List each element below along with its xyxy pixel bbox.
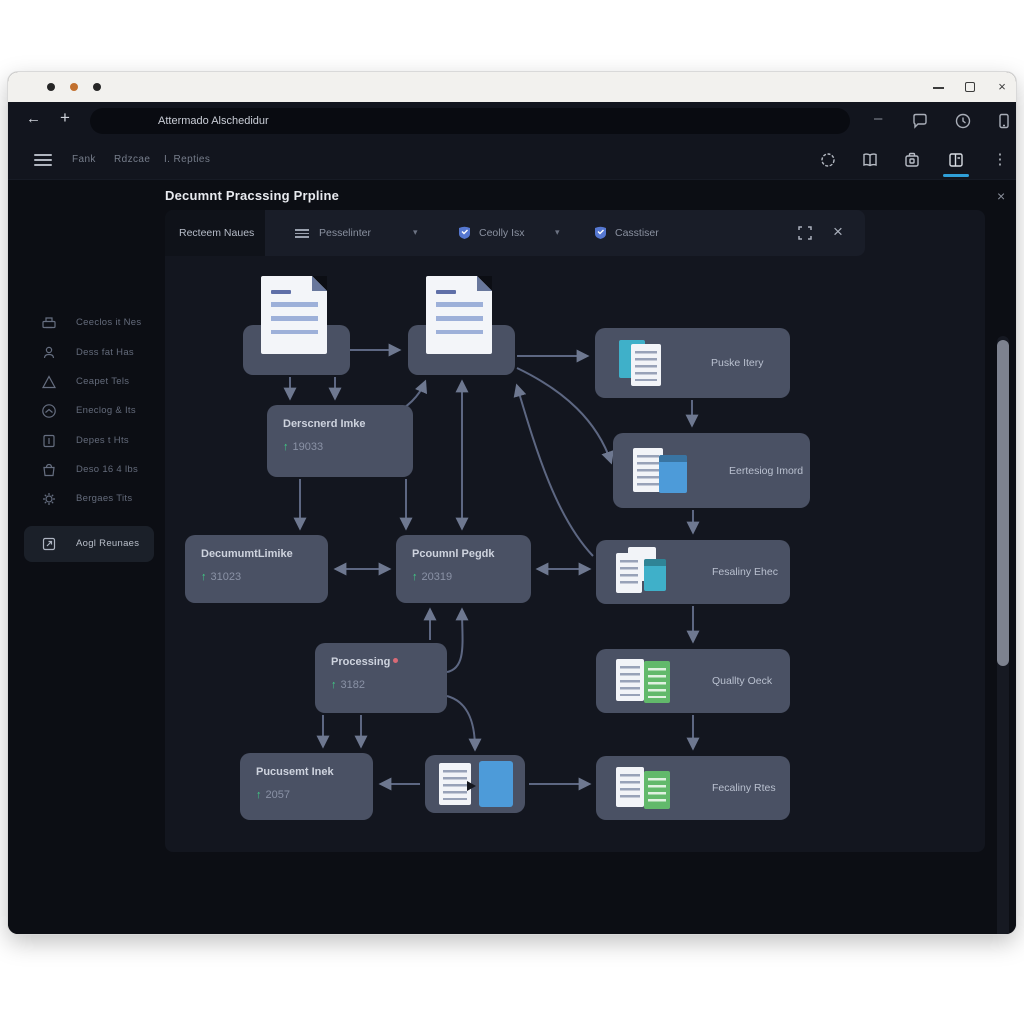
sidebar-item-7[interactable]: Bergaes Tits bbox=[24, 487, 154, 513]
document-icon bbox=[439, 763, 471, 805]
documents-stack-icon bbox=[616, 656, 706, 706]
metric-value: 31023 bbox=[210, 571, 242, 583]
trend-up-icon: ↑ bbox=[331, 679, 337, 691]
chat-icon[interactable] bbox=[910, 111, 930, 131]
sidebar-item-6[interactable]: Deso 16 4 lbs bbox=[24, 458, 154, 484]
collapse-icon[interactable]: – bbox=[874, 110, 883, 127]
chevron-down-icon[interactable]: ▾ bbox=[413, 227, 418, 237]
flow-node-pucusemt-inek[interactable]: Pucusemt Inek ↑2057 bbox=[240, 753, 373, 820]
trend-up-icon: ↑ bbox=[283, 441, 289, 453]
export-icon bbox=[40, 535, 58, 553]
user-icon bbox=[40, 344, 58, 362]
app-menubar: Fank Rdzcae I. Repties ⋮ bbox=[8, 140, 1016, 180]
hamburger-menu-icon[interactable] bbox=[34, 154, 52, 166]
frame-icon bbox=[40, 432, 58, 450]
gear-icon bbox=[40, 490, 58, 508]
flow-node-quallty-oeck[interactable]: Quallty Oeck bbox=[596, 649, 790, 713]
back-icon[interactable]: ← bbox=[26, 110, 41, 127]
badge-icon[interactable] bbox=[818, 150, 838, 170]
kebab-menu-icon[interactable]: ⋮ bbox=[992, 151, 1008, 168]
tab-casstiser[interactable]: Casstiser bbox=[615, 227, 659, 239]
page-title: Decumnt Pracssing Prpline bbox=[165, 188, 340, 203]
flow-node-puske-itery[interactable]: Puske Itery bbox=[595, 328, 790, 398]
tab-recteem[interactable]: Recteem Naues bbox=[165, 210, 265, 256]
metric-value: 3182 bbox=[340, 679, 365, 691]
flow-node-fesaliny-ehec[interactable]: Fesaliny Ehec bbox=[596, 540, 790, 604]
browser-window: × ← + Attermado Alschedidur – Fank Rdzca… bbox=[8, 72, 1016, 934]
browser-toolbar: ← + Attermado Alschedidur – bbox=[8, 102, 1016, 140]
flow-node-eertesiog-imord[interactable]: Eertesiog Imord bbox=[613, 433, 810, 508]
page-content: Ceeclos it Nes Dess fat Has Ceapet Tels … bbox=[8, 180, 1016, 934]
flow-node-decumumt-limike[interactable]: DecumumtLimike ↑31023 bbox=[185, 535, 328, 603]
new-tab-icon[interactable]: + bbox=[60, 108, 70, 127]
flow-node-doc-transfer[interactable] bbox=[425, 755, 525, 813]
scrollbar-thumb[interactable] bbox=[997, 340, 1009, 666]
sidebar-item-2[interactable]: Dess fat Has bbox=[24, 341, 154, 367]
expand-icon[interactable] bbox=[797, 225, 813, 241]
reader-icon[interactable] bbox=[860, 150, 880, 170]
tab-pesselinter[interactable]: Pesselinter bbox=[319, 227, 371, 239]
flow-connectors bbox=[283, 343, 700, 791]
shield-icon bbox=[593, 225, 608, 240]
tab-ceolly[interactable]: Ceolly Isx bbox=[479, 227, 525, 239]
sidebar-item-active[interactable]: Aogl Reunaes bbox=[24, 526, 154, 562]
menu-item-2[interactable]: Rdzcae bbox=[114, 154, 151, 165]
url-bar[interactable]: Attermado Alschedidur bbox=[90, 108, 850, 134]
trend-up-icon: ↑ bbox=[201, 571, 207, 583]
panel-close-icon[interactable]: × bbox=[833, 222, 843, 241]
menu-item-3[interactable]: I. Repties bbox=[164, 154, 211, 165]
flow-canvas[interactable]: Puske Itery Eertesiog Imord Fesal bbox=[165, 256, 985, 852]
documents-stack-icon bbox=[615, 338, 705, 388]
flow-node-processing[interactable]: Processing ↑3182 bbox=[315, 643, 447, 713]
documents-stack-icon bbox=[633, 446, 723, 496]
archive-icon[interactable] bbox=[902, 150, 922, 170]
flow-node-derscnerd-imke[interactable]: Derscnerd Imke ↑19033 bbox=[267, 405, 413, 477]
document-icon bbox=[426, 276, 492, 354]
chevron-down-icon[interactable]: ▾ bbox=[555, 227, 560, 237]
metric-value: 20319 bbox=[421, 571, 453, 583]
active-tool-indicator bbox=[943, 174, 969, 177]
trend-up-icon: ↑ bbox=[412, 571, 418, 583]
window-titlebar: × bbox=[8, 72, 1016, 102]
traffic-light-minimize[interactable] bbox=[70, 83, 78, 91]
reading-list-icon[interactable] bbox=[943, 150, 969, 177]
pipeline-panel: Recteem Naues Pesselinter ▾ Ceolly Isx ▾… bbox=[165, 210, 985, 852]
minimize-icon[interactable] bbox=[933, 87, 944, 89]
metric-value: 2057 bbox=[265, 789, 290, 801]
history-icon[interactable] bbox=[953, 111, 973, 131]
triangle-icon bbox=[40, 373, 58, 391]
menu-item-1[interactable]: Fank bbox=[72, 154, 96, 165]
compass-icon bbox=[40, 402, 58, 420]
transfer-arrow-icon bbox=[467, 781, 476, 791]
trend-up-icon: ↑ bbox=[256, 789, 262, 801]
flow-node-fecaliny-rtes[interactable]: Fecaliny Rtes bbox=[596, 756, 790, 820]
maximize-icon[interactable] bbox=[965, 82, 975, 92]
panel-toolbar: Pesselinter ▾ Ceolly Isx ▾ Casstiser × bbox=[265, 210, 865, 256]
sidebar-item-3[interactable]: Ceapet Tels bbox=[24, 370, 154, 396]
folder-icon bbox=[479, 761, 513, 807]
documents-stack-icon bbox=[616, 763, 706, 813]
list-icon bbox=[295, 229, 309, 238]
content-close-icon[interactable]: × bbox=[997, 188, 1006, 204]
sidebar-item-1[interactable]: Ceeclos it Nes bbox=[24, 311, 154, 337]
document-icon bbox=[261, 276, 327, 354]
metric-value: 19033 bbox=[292, 441, 324, 453]
sidebar-item-4[interactable]: Eneclog & Its bbox=[24, 399, 154, 425]
bag-icon bbox=[40, 461, 58, 479]
shield-icon bbox=[457, 225, 472, 240]
sidebar-item-5[interactable]: Depes t Hts bbox=[24, 429, 154, 455]
printer-icon bbox=[40, 314, 58, 332]
traffic-light-close[interactable] bbox=[47, 83, 55, 91]
flow-node-pcoumnl-pegdk[interactable]: Pcoumnl Pegdk ↑20319 bbox=[396, 535, 531, 603]
status-dot bbox=[393, 658, 399, 663]
documents-stack-icon bbox=[616, 547, 706, 597]
device-icon[interactable] bbox=[994, 111, 1014, 131]
traffic-light-zoom[interactable] bbox=[93, 83, 101, 91]
close-icon[interactable]: × bbox=[998, 79, 1006, 94]
